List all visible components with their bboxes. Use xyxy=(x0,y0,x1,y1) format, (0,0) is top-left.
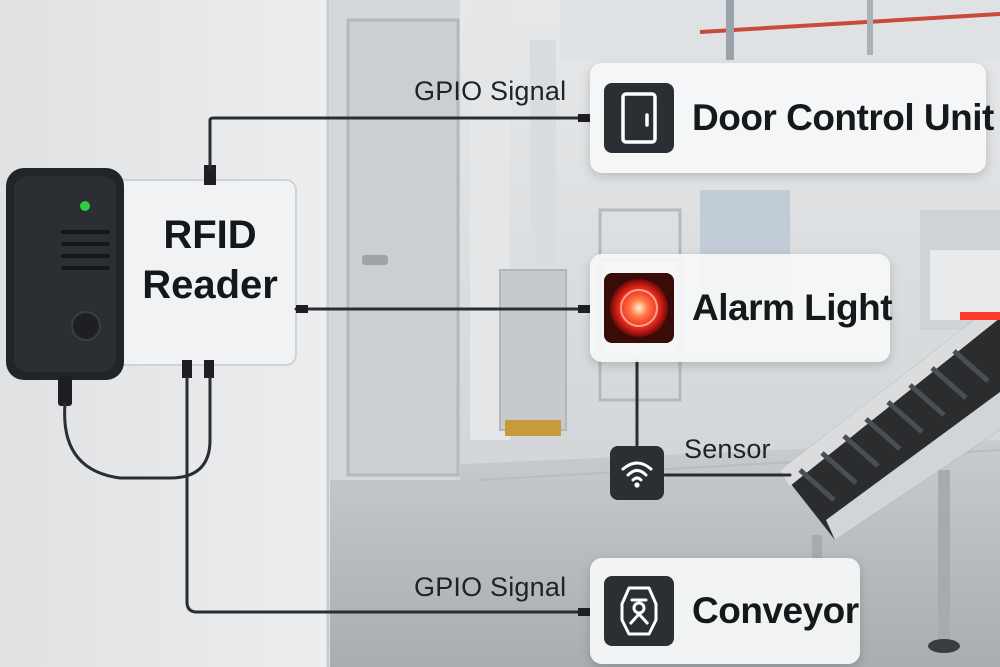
rfid-reader-label: RFID Reader xyxy=(130,210,290,310)
conveyor-card: Conveyor xyxy=(590,558,860,664)
reader-title-line1: RFID xyxy=(163,213,257,257)
door-control-unit-label: Door Control Unit xyxy=(692,97,994,138)
rfid-reader-device xyxy=(6,165,297,406)
conveyor-icon xyxy=(604,576,674,646)
gpio-signal-label-bottom: GPIO Signal xyxy=(414,572,567,602)
alarm-light-card: Alarm Light xyxy=(590,254,893,362)
alarm-light-icon xyxy=(604,273,674,343)
conveyor-label: Conveyor xyxy=(692,590,859,631)
reader-title-line2: Reader xyxy=(142,263,278,307)
gpio-signal-label-top: GPIO Signal xyxy=(414,76,567,106)
alarm-light-label: Alarm Light xyxy=(692,287,893,328)
sensor-label: Sensor xyxy=(684,434,771,464)
door-control-unit-card: Door Control Unit xyxy=(590,63,994,173)
wifi-sensor-icon xyxy=(610,446,664,500)
door-icon xyxy=(604,83,674,153)
